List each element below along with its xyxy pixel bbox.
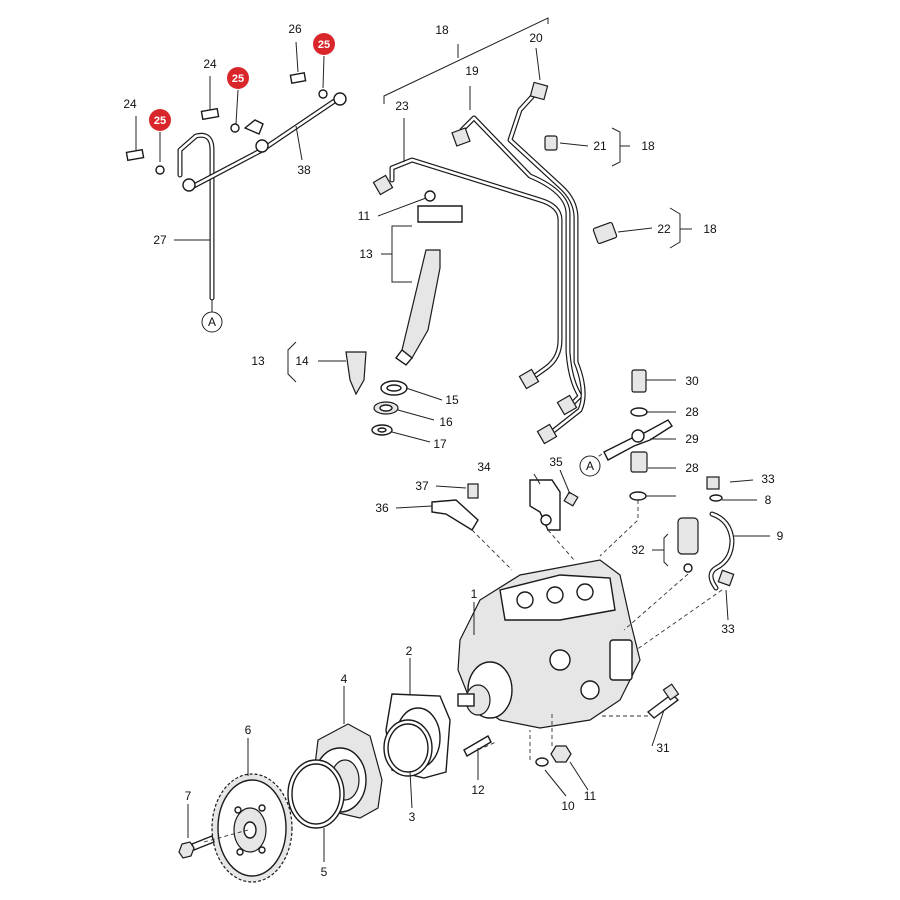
callout-37: 37 (415, 479, 429, 493)
callout-33: 33 (761, 472, 775, 486)
injection-pump-body (457, 559, 641, 729)
bolt-7 (178, 835, 215, 859)
callout-25: 25 (232, 73, 244, 85)
callout-10: 10 (561, 799, 575, 813)
highlight-callouts: 25 25 25 (149, 33, 335, 131)
connector-a-left: A (201, 311, 223, 333)
callout-18: 18 (641, 139, 655, 153)
callout-7: 7 (185, 789, 192, 803)
callout-6: 6 (245, 723, 252, 737)
callout-32: 32 (631, 543, 645, 557)
callout-35: 35 (549, 455, 563, 469)
bracket-34 (529, 479, 579, 531)
callout-38: 38 (297, 163, 311, 177)
callout-29: 29 (685, 432, 699, 446)
callout-14: 14 (295, 354, 309, 368)
callout-33: 33 (721, 622, 735, 636)
oring-3 (383, 719, 433, 777)
nozzle-14 (345, 351, 367, 396)
callout-4: 4 (341, 672, 348, 686)
highlight-marker (227, 67, 249, 89)
connector-a-label: A (208, 315, 216, 329)
callout-26: 26 (288, 22, 302, 36)
callout-3: 3 (409, 810, 416, 824)
callout-27: 27 (153, 233, 167, 247)
callout-12: 12 (471, 783, 485, 797)
callout-16: 16 (439, 415, 453, 429)
callout-18: 18 (435, 23, 449, 37)
callout-22: 22 (657, 222, 671, 236)
seal-washers (371, 380, 408, 436)
connector-a-right: A (579, 455, 601, 477)
callout-31: 31 (656, 741, 670, 755)
callout-28: 28 (685, 461, 699, 475)
callout-19: 19 (465, 64, 479, 78)
callout-11: 11 (358, 209, 371, 223)
banjo-fittings (125, 72, 347, 192)
stud-and-nuts (463, 683, 680, 767)
highlight-marker (313, 33, 335, 55)
callout-23: 23 (395, 99, 409, 113)
callout-28: 28 (685, 405, 699, 419)
callout-1: 1 (471, 587, 478, 601)
drive-gear-6 (211, 773, 293, 883)
connector-a-label: A (586, 459, 594, 473)
callout-24: 24 (123, 97, 137, 111)
callout-34: 34 (477, 460, 491, 474)
callout-36: 36 (375, 501, 389, 515)
callout-15: 15 (445, 393, 459, 407)
callout-17: 17 (433, 437, 447, 451)
callout-24: 24 (203, 57, 217, 71)
callout-20: 20 (529, 31, 543, 45)
oring-5 (287, 759, 345, 829)
injector-pipes (372, 81, 586, 445)
callout-30: 30 (685, 374, 699, 388)
bracket-36 (431, 483, 479, 531)
callout-13: 13 (251, 354, 265, 368)
highlight-marker (149, 109, 171, 131)
callout-8: 8 (765, 493, 772, 507)
callout-9: 9 (777, 529, 784, 543)
stop-solenoid (677, 476, 735, 591)
callout-25: 25 (318, 39, 330, 51)
callout-18: 18 (703, 222, 717, 236)
fuel-return-fittings (603, 369, 673, 501)
injector (395, 190, 463, 366)
callout-21: 21 (593, 139, 607, 153)
callout-2: 2 (406, 644, 413, 658)
callout-13: 13 (359, 247, 373, 261)
leader-lines (135, 17, 770, 862)
callout-5: 5 (321, 865, 328, 879)
pipe-clamps (544, 135, 618, 244)
callout-25: 25 (154, 115, 166, 127)
callout-11: 11 (584, 789, 597, 803)
callout-labels: 1 2 3 4 5 6 7 8 9 10 11 11 12 13 13 14 1… (123, 22, 783, 879)
